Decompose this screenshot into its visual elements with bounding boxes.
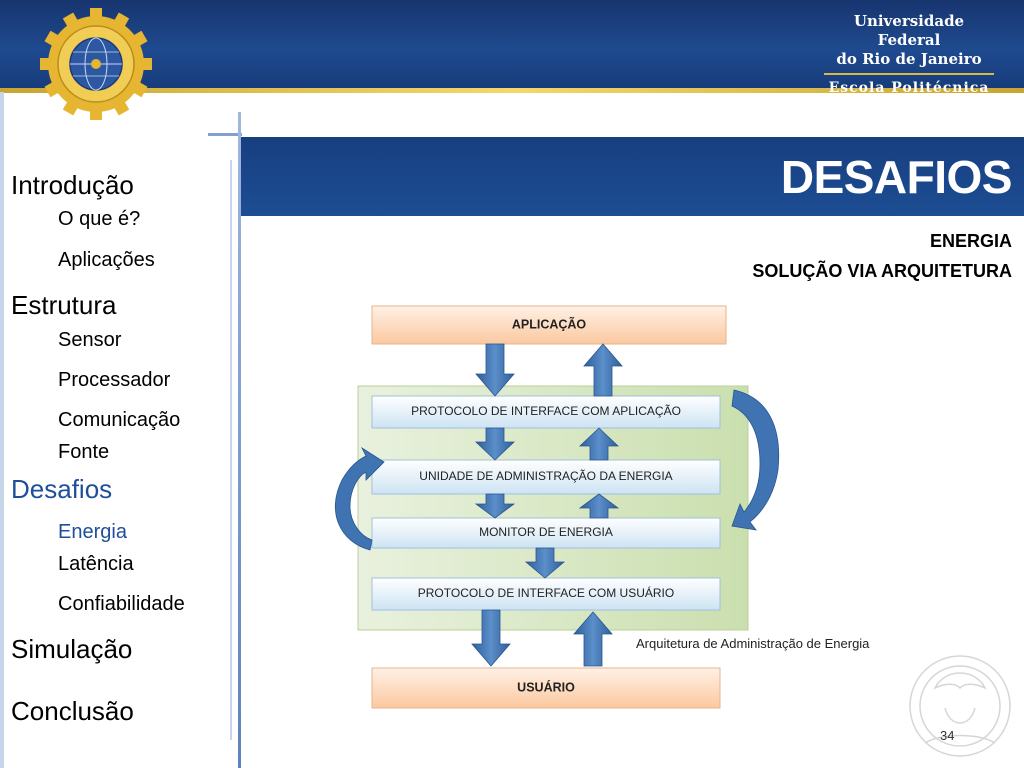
layer-box-0 xyxy=(371,395,721,429)
arrow-up-unit-to-protocol xyxy=(578,427,620,461)
ufrj-seal-logo xyxy=(40,8,152,120)
watermark-emblem-icon xyxy=(909,655,1011,757)
layer-box-1 xyxy=(371,459,721,495)
sidebar-navigation: Introdução O que é? Aplicações Estrutura… xyxy=(0,0,230,768)
curved-arrow-right xyxy=(731,389,780,531)
corner-accent-line xyxy=(208,133,242,136)
arrow-down-app-to-protocol xyxy=(475,343,515,397)
label-aplicacao: APLICAÇÃO xyxy=(512,316,587,331)
layer-label-2: MONITOR DE ENERGIA xyxy=(479,525,613,539)
arrow-down-monitor-to-user-protocol xyxy=(524,547,566,579)
university-line-1: Universidade Federal xyxy=(853,12,965,49)
layer-label-0: PROTOCOLO DE INTERFACE COM APLICAÇÃO xyxy=(411,404,681,418)
nav-item-conclusao[interactable]: Conclusão xyxy=(11,696,134,726)
layer-label-1: UNIDADE DE ADMINISTRAÇÃO DA ENERGIA xyxy=(419,469,672,483)
page-number: 34 xyxy=(940,728,955,743)
arrow-down-protocol-to-unit xyxy=(474,427,516,461)
box-usuario xyxy=(371,667,721,709)
nav-item-processador[interactable]: Processador xyxy=(58,369,171,391)
divider-line-light xyxy=(230,160,232,740)
nav-item-energia[interactable]: Energia xyxy=(58,521,127,543)
arrow-down-protocol-to-user xyxy=(471,609,511,667)
curved-arrow-left xyxy=(334,446,385,551)
nav-item-fonte[interactable]: Fonte xyxy=(58,441,110,463)
header-bar xyxy=(0,0,1024,92)
left-accent-strip xyxy=(0,92,4,768)
university-name-block: Universidade Federal do Rio de Janeiro E… xyxy=(824,12,994,96)
divider-line xyxy=(238,112,241,768)
title-bar: DESAFIOS xyxy=(241,137,1024,216)
arrow-up-monitor-to-unit xyxy=(578,493,620,519)
nav-item-o-que-e[interactable]: O que é? xyxy=(58,208,141,230)
slide-subtitles: ENERGIA SOLUÇÃO VIA ARQUITETURA xyxy=(752,226,1012,286)
nav-item-comunicacao[interactable]: Comunicação xyxy=(58,409,181,431)
architecture-diagram: APLICAÇÃO USUÁRIO PROTOCOLO DE INTERFACE… xyxy=(334,305,780,709)
subtitle-energia: ENERGIA xyxy=(929,231,1012,251)
arrow-down-unit-to-monitor xyxy=(474,493,516,519)
diagram-caption: Arquitetura de Administração de Energia xyxy=(636,636,870,651)
nav-item-desafios[interactable]: Desafios xyxy=(11,474,113,504)
layer-box-2 xyxy=(371,517,721,549)
subtitle-solucao: SOLUÇÃO VIA ARQUITETURA xyxy=(752,261,1012,281)
slide-title: DESAFIOS xyxy=(780,151,1013,203)
nav-item-latencia[interactable]: Latência xyxy=(58,553,134,575)
header-gold-stripe xyxy=(0,88,1024,93)
nav-item-sensor[interactable]: Sensor xyxy=(58,329,122,351)
nav-item-introducao[interactable]: Introdução xyxy=(11,170,134,200)
label-usuario: USUÁRIO xyxy=(517,679,575,694)
box-aplicacao xyxy=(371,305,727,345)
layer-box-3 xyxy=(371,577,721,611)
university-divider xyxy=(824,73,994,75)
arrow-up-protocol-to-app xyxy=(583,343,623,397)
university-line-2: do Rio de Janeiro xyxy=(836,50,982,68)
layer-label-3: PROTOCOLO DE INTERFACE COM USUÁRIO xyxy=(418,585,674,600)
nav-item-confiabilidade[interactable]: Confiabilidade xyxy=(58,593,185,615)
school-name: Escola Politécnica xyxy=(828,80,990,96)
nav-item-aplicacoes[interactable]: Aplicações xyxy=(58,249,155,271)
nav-item-estrutura[interactable]: Estrutura xyxy=(11,290,117,320)
arrow-up-user-to-protocol xyxy=(573,611,613,667)
nav-item-simulacao[interactable]: Simulação xyxy=(11,634,133,664)
